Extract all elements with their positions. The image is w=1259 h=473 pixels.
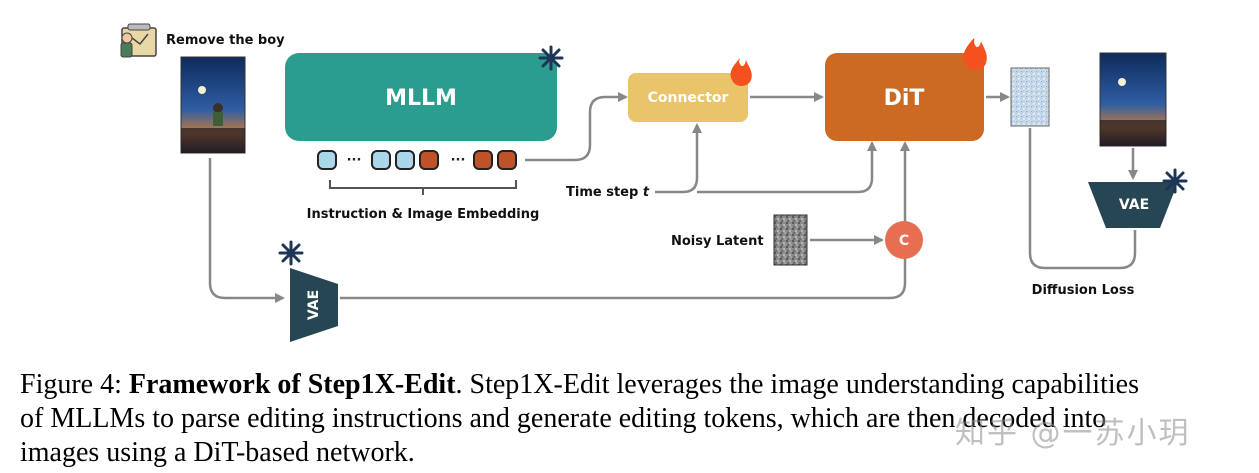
vae-encoder-label: VAE: [306, 290, 322, 320]
caption-line-2: of MLLMs to parse editing instructions a…: [20, 403, 1107, 434]
caption-line-1: . Step1X-Edit leverages the image unders…: [455, 369, 1139, 400]
trainable-fire-icon: [730, 58, 752, 86]
caption-figure-label: Figure 4:: [20, 369, 129, 400]
watermark: 知乎 @一苏小玥: [955, 416, 1191, 451]
trainable-fire-icon: [963, 38, 987, 70]
concat-label: C: [899, 233, 909, 249]
arrow-loss-loop: [1028, 128, 1137, 270]
token-orange: [419, 150, 439, 170]
embedding-tokens: ··· ···: [317, 150, 517, 170]
dit-block: [825, 53, 984, 141]
target-image: [1099, 52, 1167, 147]
token-blue: [395, 150, 415, 170]
arrow-timestep-to-connector: [655, 123, 702, 194]
arrow-timestep-to-dit: [697, 141, 877, 194]
token-blue: [317, 150, 337, 170]
instruction-text: Remove the boy: [166, 33, 285, 48]
input-image: [180, 56, 246, 154]
noisy-latent-image: [773, 214, 808, 266]
connector-block: [628, 73, 748, 122]
frozen-snowflake-icon: [278, 240, 304, 266]
caption-title: Framework of Step1X-Edit: [128, 369, 456, 400]
flow-arrows: [208, 92, 1138, 303]
token-blue: [371, 150, 391, 170]
embedding-label: Instruction & Image Embedding: [307, 207, 540, 222]
mllm-label: MLLM: [385, 86, 457, 111]
connector-label: Connector: [648, 90, 729, 106]
caption-line-3: images using a DiT-based network.: [20, 437, 415, 468]
diffusion-loss-label: Diffusion Loss: [1032, 283, 1135, 298]
mllm-block: [285, 53, 557, 141]
figure-caption: Figure 4: Framework of Step1X-Edit. Step…: [20, 368, 1256, 470]
arrow-image-to-vae: [208, 158, 285, 303]
token-ellipsis-2: ···: [451, 153, 466, 168]
arrow-tokens-to-connector: [525, 92, 628, 162]
token-orange: [473, 150, 493, 170]
timestep-label: Time step t: [566, 185, 650, 200]
framework-diagram: Remove the boy MLLM ··· ··· Instruction …: [120, 23, 1188, 342]
frozen-snowflake-icon: [538, 45, 564, 71]
arrow-vae-to-dit: [340, 141, 910, 300]
frozen-snowflake-icon: [1162, 168, 1188, 194]
dit-label: DiT: [884, 86, 925, 111]
token-ellipsis-1: ···: [347, 153, 362, 168]
noisy-latent-label: Noisy Latent: [671, 234, 764, 249]
concat-node: [885, 221, 923, 259]
output-noisy-image: [1010, 67, 1050, 127]
vae-encoder-block: [290, 268, 338, 342]
vae-right-label: VAE: [1119, 197, 1149, 213]
token-orange: [497, 150, 517, 170]
instruction-person-icon: [120, 23, 157, 58]
vae-right-block: [1088, 182, 1178, 228]
embedding-bracket: [329, 180, 517, 195]
